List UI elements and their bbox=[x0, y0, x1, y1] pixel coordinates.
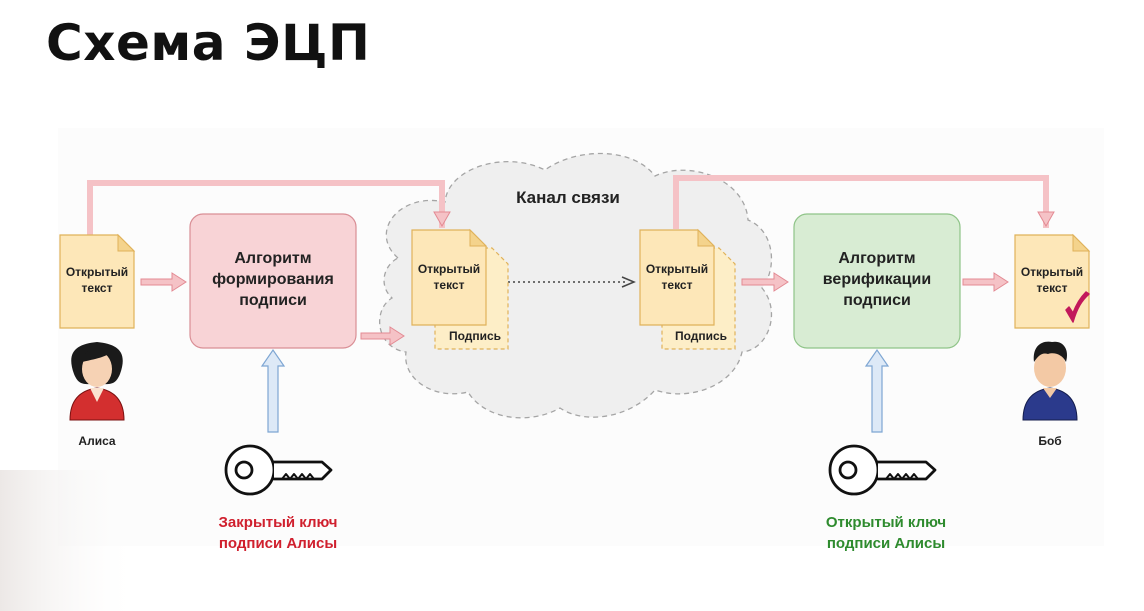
bob-doc-line-1: Открытый bbox=[1021, 265, 1083, 279]
signing-box-line-1: Алгоритм bbox=[234, 250, 311, 267]
corner-shade bbox=[0, 470, 140, 611]
signing-box-line-2: формирования bbox=[212, 271, 334, 288]
arrow-channel-to-bob-head bbox=[1037, 211, 1055, 228]
signing-algorithm-box: Алгоритм формирования подписи bbox=[189, 213, 357, 349]
verification-box-line-3: подписи bbox=[843, 292, 911, 309]
signing-box-line-3: подписи bbox=[239, 292, 307, 309]
private-key-icon bbox=[224, 444, 333, 496]
transmission-arrow-head bbox=[621, 276, 636, 288]
sent-doc-line-2: текст bbox=[434, 278, 465, 292]
alice-plaintext-document: Открытый текст bbox=[59, 233, 136, 329]
arrow-signing-to-signature bbox=[360, 326, 405, 346]
arrow-plaintext-to-channel-head bbox=[433, 211, 451, 228]
alice-avatar bbox=[69, 342, 125, 421]
received-doc-line-1: Открытый bbox=[646, 262, 708, 276]
arrow-plaintext-to-channel bbox=[87, 180, 445, 235]
bob-doc-line-2: текст bbox=[1037, 281, 1068, 295]
arrow-public-key-to-verification bbox=[864, 348, 890, 433]
arrow-doc-to-signing bbox=[140, 272, 187, 292]
sent-signature-label: Подпись bbox=[449, 329, 501, 343]
public-key-icon bbox=[828, 444, 937, 496]
arrow-private-key-to-signing bbox=[260, 348, 286, 433]
received-plaintext-document: Открытый текст bbox=[639, 228, 716, 326]
alice-doc-line-1: Открытый bbox=[66, 265, 128, 279]
bob-name: Боб bbox=[1038, 434, 1061, 448]
bob-plaintext-document: Открытый текст bbox=[1014, 233, 1091, 329]
alice-name: Алиса bbox=[78, 434, 115, 448]
sent-plaintext-document: Открытый текст bbox=[411, 228, 488, 326]
arrow-received-to-verification bbox=[741, 272, 789, 292]
verification-box-line-2: верификации bbox=[823, 271, 931, 288]
channel-label: Канал связи bbox=[516, 188, 620, 207]
public-key-label-line-2: подписи Алисы bbox=[827, 535, 945, 552]
sent-doc-line-1: Открытый bbox=[418, 262, 480, 276]
slide-title: Схема ЭЦП bbox=[46, 14, 371, 72]
arrow-channel-to-bob bbox=[673, 175, 1049, 229]
arrow-verification-to-bob bbox=[962, 272, 1009, 292]
private-key-label-line-2: подписи Алисы bbox=[219, 535, 337, 552]
received-doc-line-2: текст bbox=[662, 278, 693, 292]
verification-box-line-1: Алгоритм bbox=[838, 250, 915, 267]
bob-avatar bbox=[1022, 341, 1078, 421]
private-key-label-line-1: Закрытый ключ bbox=[219, 514, 338, 531]
verification-algorithm-box: Алгоритм верификации подписи bbox=[793, 213, 961, 349]
checkmark-icon bbox=[1065, 291, 1090, 323]
public-key-label-line-1: Открытый ключ bbox=[826, 514, 946, 531]
received-signature-label: Подпись bbox=[675, 329, 727, 343]
alice-doc-line-2: текст bbox=[82, 281, 113, 295]
